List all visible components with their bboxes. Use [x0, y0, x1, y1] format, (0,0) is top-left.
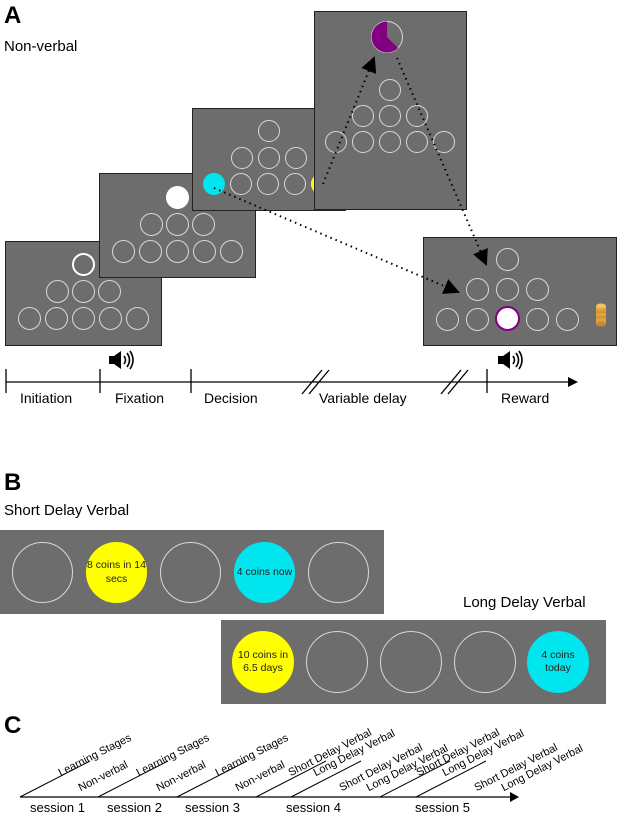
empty-slot [454, 631, 516, 693]
panel-c-letter: C [4, 712, 22, 739]
long-small-text: 4 coins today [541, 648, 575, 674]
stage-variable-delay: Variable delay [319, 390, 407, 406]
empty-slot [126, 307, 149, 330]
coin-stack-icon [596, 303, 606, 327]
short-large-text: 8 coins in 14 secs [87, 559, 146, 585]
short-delay-title: Short Delay Verbal [4, 502, 130, 519]
empty-slot [45, 307, 68, 330]
long-delay-title: Long Delay Verbal [463, 594, 586, 611]
empty-slot [12, 542, 73, 603]
empty-slot [433, 131, 455, 153]
arrow-decision-to-delay [322, 56, 377, 185]
delay-progress-icon [371, 21, 403, 53]
short-delay-screen: 8 coins in 14 secs 4 coins now [0, 530, 384, 614]
empty-slot [285, 147, 307, 169]
empty-slot [72, 280, 95, 303]
empty-slot [220, 240, 243, 263]
session-timeline [19, 760, 519, 802]
short-large-option: 8 coins in 14 secs [86, 542, 147, 603]
timeline-break [301, 369, 323, 395]
session-1-label: session 1 [30, 800, 85, 815]
session-2-label: session 2 [107, 800, 162, 815]
speaker-icon [498, 350, 523, 370]
empty-slot [379, 79, 401, 101]
empty-slot [99, 307, 122, 330]
long-delay-screen: 10 coins in 6.5 days 4 coins today [221, 620, 606, 704]
timeline-break [440, 369, 462, 395]
empty-slot [112, 240, 135, 263]
long-small-option: 4 coins today [527, 631, 589, 693]
screen-delay [314, 11, 467, 210]
empty-slot [436, 308, 459, 331]
empty-slot [231, 147, 253, 169]
empty-slot [140, 213, 163, 236]
empty-slot [139, 240, 162, 263]
empty-slot [466, 278, 489, 301]
panel-a-subtitle: Non-verbal [4, 38, 78, 55]
empty-slot [380, 631, 442, 693]
empty-slot [72, 307, 95, 330]
empty-slot [166, 213, 189, 236]
fixation-target [166, 186, 189, 209]
empty-slot [18, 307, 41, 330]
empty-slot [379, 131, 401, 153]
short-small-text: 4 coins now [236, 565, 293, 578]
empty-slot [257, 173, 279, 195]
session-3-label: session 3 [185, 800, 240, 815]
empty-slot [466, 308, 489, 331]
empty-slot [46, 280, 69, 303]
empty-slot [308, 542, 369, 603]
stage-initiation: Initiation [20, 390, 73, 406]
empty-slot [230, 173, 252, 195]
empty-slot [496, 278, 519, 301]
empty-slot [352, 105, 374, 127]
empty-slot [193, 240, 216, 263]
empty-slot [306, 631, 368, 693]
empty-slot [526, 278, 549, 301]
empty-slot [406, 105, 428, 127]
stage-fixation: Fixation [115, 390, 165, 406]
stage-decision: Decision [204, 390, 258, 406]
arrow-small-to-reward [213, 187, 460, 294]
empty-slot [258, 147, 280, 169]
panel-a-overlay [5, 56, 578, 395]
empty-slot [406, 131, 428, 153]
session-5-label: session 5 [415, 800, 470, 815]
long-large-option: 10 coins in 6.5 days [232, 631, 294, 693]
empty-slot [98, 280, 121, 303]
long-large-text: 10 coins in 6.5 days [237, 648, 289, 674]
panel-a-letter: A [4, 2, 22, 29]
empty-slot [192, 213, 215, 236]
short-small-option: 4 coins now [234, 542, 295, 603]
initiation-target [72, 253, 95, 276]
empty-slot [284, 173, 306, 195]
empty-slot [166, 240, 189, 263]
empty-slot [258, 120, 280, 142]
empty-slot [496, 248, 519, 271]
empty-slot [160, 542, 221, 603]
stage-reward: Reward [501, 390, 550, 406]
panel-b-letter: B [4, 469, 22, 496]
arrow-delay-to-reward [396, 57, 488, 266]
empty-slot [379, 105, 401, 127]
session-4-label: session 4 [286, 800, 341, 815]
empty-slot [556, 308, 579, 331]
reward-delivery-target [495, 306, 520, 331]
empty-slot [352, 131, 374, 153]
empty-slot [526, 308, 549, 331]
speaker-icon [109, 350, 134, 370]
